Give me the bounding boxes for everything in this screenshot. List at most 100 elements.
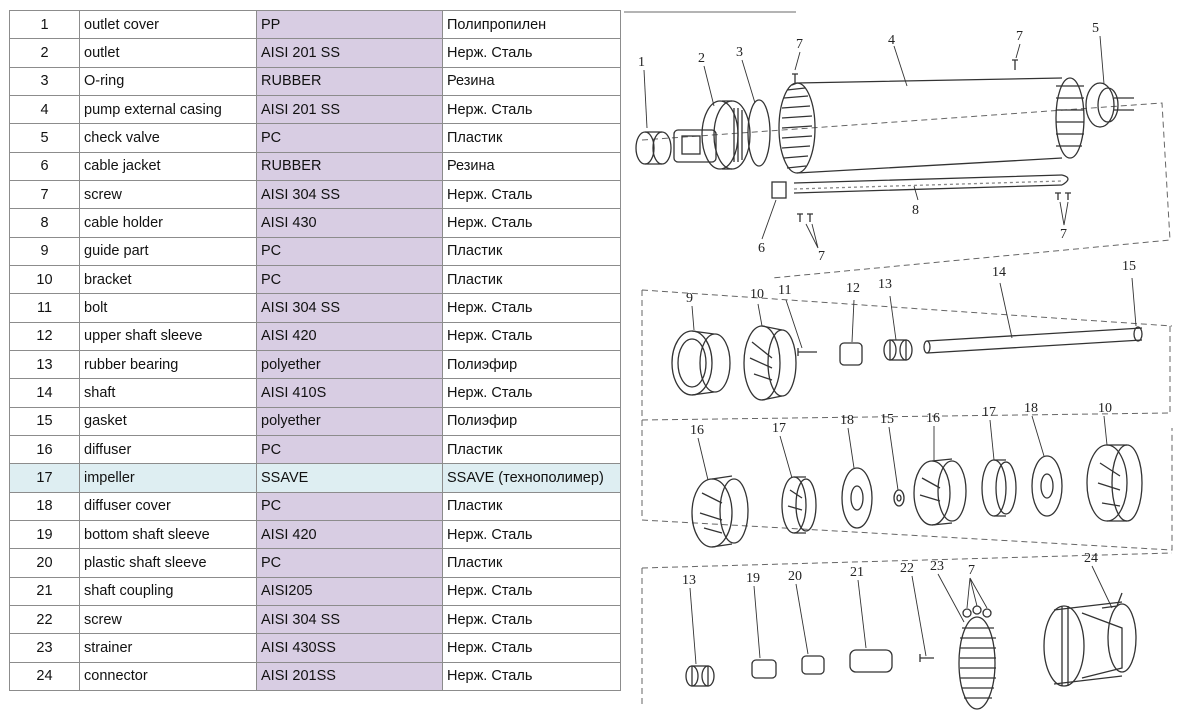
cell-part-name: screw (79, 604, 257, 635)
label-15a: 15 (1122, 259, 1136, 274)
label-16b: 16 (926, 411, 940, 426)
cell-part-name: cable holder (79, 208, 257, 238)
label-10b: 10 (1098, 401, 1112, 416)
part-pump-casing (778, 77, 1085, 174)
cell-material-ru: Нерж. Сталь (442, 633, 621, 663)
part-rubber-bearing-upper (883, 339, 913, 361)
cell-part-name: gasket (79, 406, 257, 436)
section1-dashed-frame (641, 102, 1171, 279)
cell-part-number: 10 (9, 264, 80, 295)
part-diffuser-a (691, 475, 749, 548)
part-screws (792, 59, 1071, 222)
cell-part-number: 22 (9, 604, 80, 635)
label-18b: 18 (1024, 401, 1038, 416)
cell-material: AISI 420 (256, 321, 443, 351)
cell-material-ru: Нерж. Сталь (442, 38, 621, 68)
cell-material-ru: Нерж. Сталь (442, 208, 621, 238)
part-bracket-lower (1086, 444, 1143, 522)
cell-part-number: 4 (9, 94, 80, 125)
cell-material: AISI 201 SS (256, 94, 443, 125)
cell-material: AISI 201SS (256, 661, 443, 691)
label-16a: 16 (690, 423, 704, 438)
cell-material-ru: Нерж. Сталь (442, 179, 621, 210)
cell-material: polyether (256, 349, 443, 380)
part-gasket (893, 489, 905, 507)
cell-material: RUBBER (256, 151, 443, 181)
cell-material: AISI 304 SS (256, 293, 443, 323)
cell-part-name: impeller (79, 463, 257, 493)
cell-part-name: shaft coupling (79, 576, 257, 606)
cell-part-name: diffuser (79, 434, 257, 465)
cell-material-ru: Нерж. Сталь (442, 576, 621, 606)
part-plastic-shaft-sleeve (801, 655, 825, 675)
cell-material-ru: Пластик (442, 491, 621, 521)
cell-part-name: guide part (79, 236, 257, 266)
label-14: 14 (992, 265, 1006, 280)
part-strainer (958, 605, 996, 710)
part-impeller-a (781, 476, 817, 534)
label-1: 1 (638, 55, 645, 70)
cell-part-name: bracket (79, 264, 257, 295)
cell-material-ru: Нерж. Сталь (442, 293, 621, 323)
cell-part-number: 8 (9, 208, 80, 238)
section2-dashed-frame (641, 289, 1173, 421)
cell-part-name: outlet cover (79, 9, 257, 40)
cell-material-ru: Пластик (442, 236, 621, 266)
cell-part-number: 16 (9, 434, 80, 465)
part-bracket-upper (743, 325, 797, 401)
cell-material: PC (256, 123, 443, 153)
part-shaft-coupling (849, 649, 893, 673)
cell-part-name: diffuser cover (79, 491, 257, 521)
label-17a: 17 (772, 421, 786, 436)
cell-material: AISI 420 (256, 519, 443, 550)
part-bolt (797, 348, 817, 356)
cell-material-ru: SSAVE (технополимер) (442, 463, 621, 493)
cell-material-ru: Нерж. Сталь (442, 661, 621, 691)
part-outlet-cover (635, 131, 672, 165)
cell-material-ru: Нерж. Сталь (442, 604, 621, 635)
cell-part-number: 23 (9, 633, 80, 663)
cell-material-ru: Полиэфир (442, 406, 621, 436)
label-19: 19 (746, 571, 760, 586)
label-13a: 13 (878, 277, 892, 292)
cell-material-ru: Пластик (442, 264, 621, 295)
part-diffuser-b (913, 458, 967, 526)
cell-material-ru: Нерж. Сталь (442, 321, 621, 351)
cell-part-number: 15 (9, 406, 80, 436)
cell-part-number: 21 (9, 576, 80, 606)
cell-part-number: 17 (9, 463, 80, 493)
cell-material: AISI 201 SS (256, 38, 443, 68)
cell-part-name: pump external casing (79, 94, 257, 125)
cell-part-number: 20 (9, 548, 80, 578)
part-impeller-b (981, 459, 1017, 517)
part-diffuser-cover-a (841, 467, 873, 529)
cell-part-name: strainer (79, 633, 257, 663)
label-22: 22 (900, 561, 914, 576)
cell-material: SSAVE (256, 463, 443, 493)
cell-material-ru: Пластик (442, 434, 621, 465)
cell-material: AISI205 (256, 576, 443, 606)
part-outlet (673, 100, 751, 170)
cell-part-number: 5 (9, 123, 80, 153)
cell-part-name: connector (79, 661, 257, 691)
cell-part-number: 11 (9, 293, 80, 323)
label-23: 23 (930, 559, 944, 574)
label-7c: 7 (818, 249, 825, 264)
cell-part-number: 1 (9, 9, 80, 40)
cell-part-number: 19 (9, 519, 80, 550)
